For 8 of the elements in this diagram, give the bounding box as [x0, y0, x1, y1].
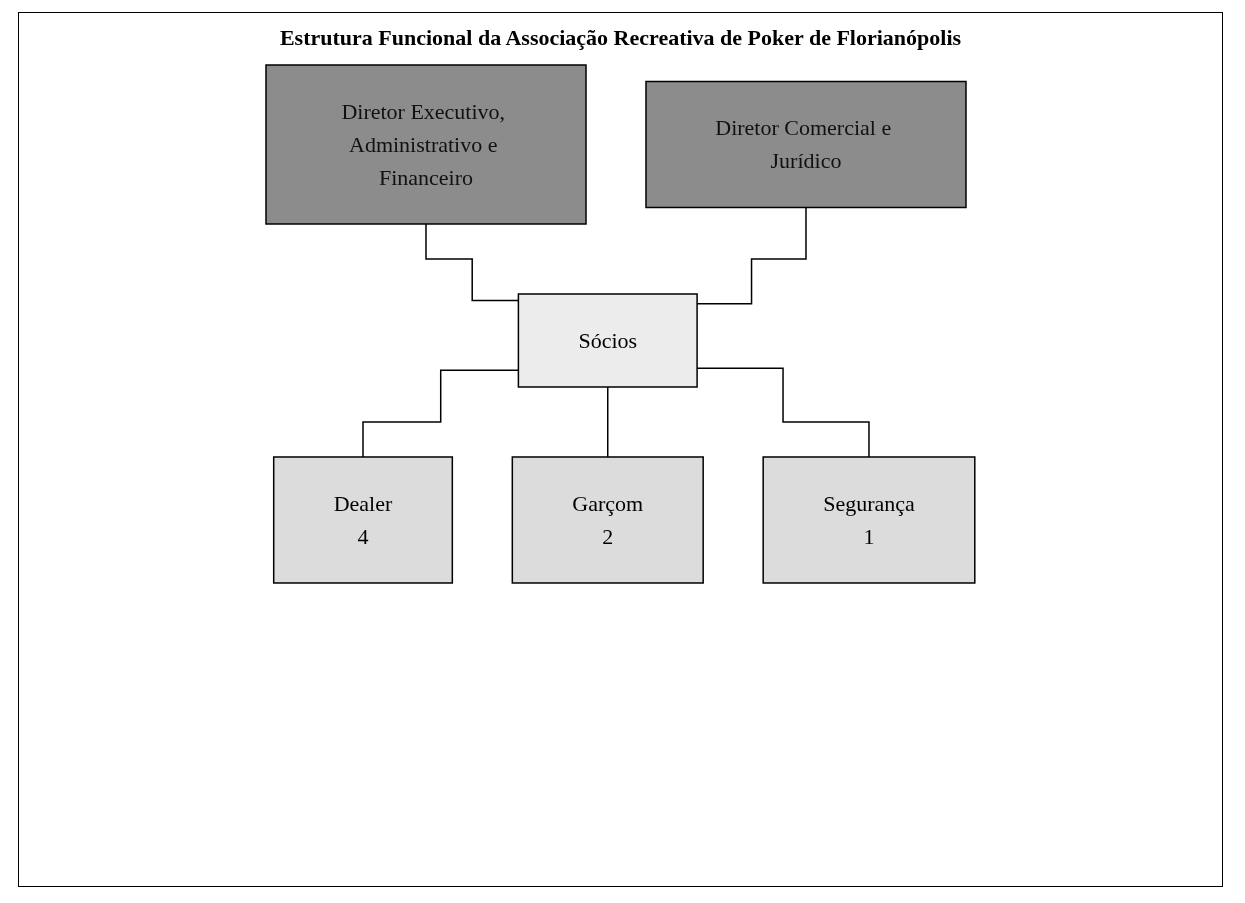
connector — [607, 386, 609, 458]
node-box: Segurança 1 — [762, 456, 976, 584]
node-box: Diretor Executivo, Administrativo e Financeiro — [265, 64, 587, 225]
node-box: Diretor Comercial e Jurídico — [645, 80, 967, 209]
node-box: Garçom 2 — [511, 456, 704, 584]
node-box: Sócios — [517, 293, 698, 388]
node-box: Dealer 4 — [273, 456, 454, 584]
diagram-title: Estrutura Funcional da Associação Recreativa de Poker de Florianópolis — [279, 25, 962, 51]
